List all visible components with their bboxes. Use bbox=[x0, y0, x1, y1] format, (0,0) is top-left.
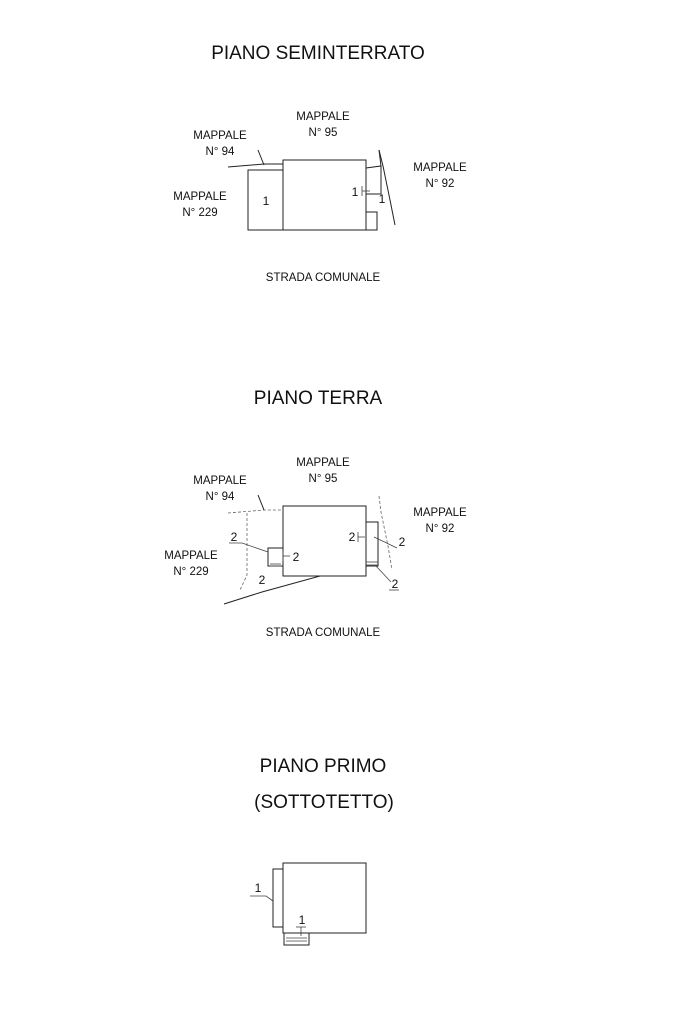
section-primo: PIANO PRIMO (SOTTOTETTO) 1 1 bbox=[250, 756, 394, 946]
building-outline bbox=[282, 862, 367, 934]
label-mappale-92: MAPPALE bbox=[413, 162, 467, 174]
label-mappale-95-number: N° 95 bbox=[309, 127, 338, 139]
label-mappale-229: MAPPALE bbox=[173, 191, 227, 203]
boundary-tick bbox=[257, 494, 265, 511]
subalterno-a: 1 bbox=[255, 881, 262, 895]
annex-right-upper bbox=[365, 165, 382, 195]
subalterno-inner-right: 1 bbox=[352, 185, 359, 199]
label-mappale-92-number: N° 92 bbox=[426, 523, 455, 535]
label-mappale-229: MAPPALE bbox=[164, 550, 218, 562]
label-strada-comunale: STRADA COMUNALE bbox=[266, 627, 381, 639]
title-seminterrato: PIANO SEMINTERRATO bbox=[211, 43, 425, 64]
leader-sub-a bbox=[229, 542, 269, 553]
label-mappale-94-number: N° 94 bbox=[206, 491, 235, 503]
boundary-east bbox=[378, 495, 393, 571]
section-terra: PIANO TERRA MAPPALE N° 95 MAPPALE N° 94 … bbox=[164, 388, 467, 639]
label-mappale-92: MAPPALE bbox=[413, 507, 467, 519]
subalterno-c: 2 bbox=[259, 573, 266, 587]
subalterno-a: 2 bbox=[231, 530, 238, 544]
boundary-east-tick bbox=[378, 149, 382, 167]
annex-left bbox=[267, 547, 284, 567]
subalterno-left: 1 bbox=[263, 194, 270, 208]
label-mappale-95: MAPPALE bbox=[296, 457, 350, 469]
title-primo: PIANO PRIMO bbox=[260, 756, 387, 777]
title-terra: PIANO TERRA bbox=[254, 388, 383, 409]
plan-drawing-seminterrato bbox=[227, 149, 396, 231]
subalterno-f: 2 bbox=[392, 577, 399, 591]
boundary-south bbox=[223, 575, 366, 605]
subalterno-b: 2 bbox=[293, 550, 300, 564]
title-primo-subtitle: (SOTTOTETTO) bbox=[254, 792, 394, 813]
annex-left bbox=[272, 868, 283, 928]
leader-sub-d bbox=[373, 536, 398, 549]
boundary-north-west bbox=[227, 509, 283, 514]
subalterno-d: 2 bbox=[349, 530, 356, 544]
label-mappale-92-number: N° 92 bbox=[426, 178, 455, 190]
label-mappale-229-number: N° 229 bbox=[182, 207, 217, 219]
plan-drawing-primo bbox=[250, 862, 367, 946]
subalterno-b: 1 bbox=[299, 913, 306, 927]
label-mappale-95-number: N° 95 bbox=[309, 473, 338, 485]
label-strada-comunale: STRADA COMUNALE bbox=[266, 272, 381, 284]
annex-bottom bbox=[283, 932, 310, 946]
annex-right bbox=[366, 521, 379, 567]
boundary-north-west bbox=[227, 163, 283, 168]
annex-right-lower bbox=[366, 211, 378, 231]
label-mappale-94: MAPPALE bbox=[193, 130, 247, 142]
leader-sub-f bbox=[375, 565, 392, 583]
boundary-tick bbox=[257, 149, 265, 166]
boundary-west bbox=[239, 513, 248, 591]
section-seminterrato: PIANO SEMINTERRATO MAPPALE N° 95 MAPPALE… bbox=[173, 43, 467, 284]
building-outline bbox=[282, 159, 367, 231]
label-mappale-94: MAPPALE bbox=[193, 475, 247, 487]
label-mappale-229-number: N° 229 bbox=[173, 566, 208, 578]
leader-sub-a bbox=[250, 895, 274, 902]
subalterno-e: 2 bbox=[399, 535, 406, 549]
plan-drawing-terra bbox=[223, 494, 399, 605]
boundary-east bbox=[378, 149, 396, 226]
annex-left bbox=[247, 169, 283, 231]
subalterno-right: 1 bbox=[379, 192, 386, 206]
label-mappale-95: MAPPALE bbox=[296, 111, 350, 123]
label-mappale-94-number: N° 94 bbox=[206, 146, 235, 158]
